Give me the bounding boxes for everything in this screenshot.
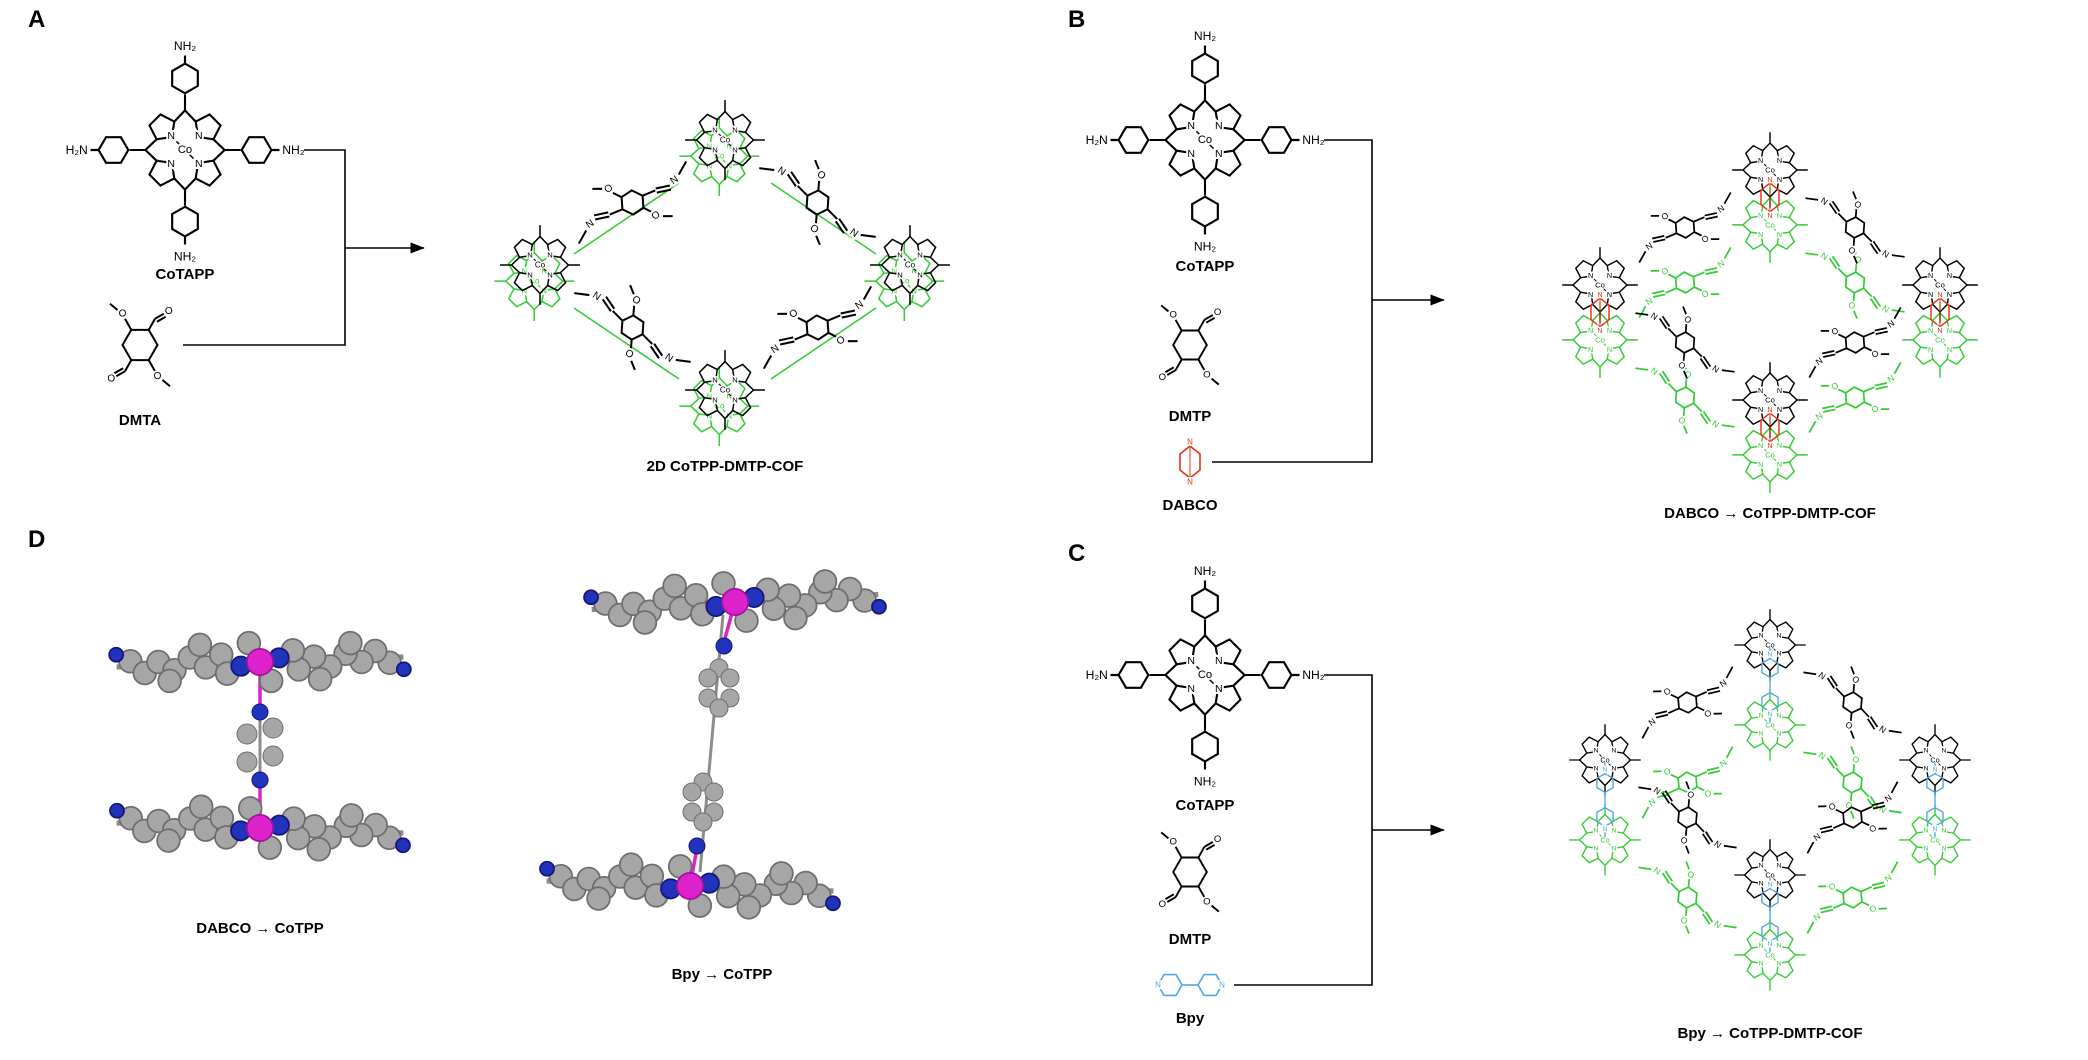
panel-letter-b: B: [1068, 6, 1086, 33]
panel-d-models: [109, 564, 887, 922]
porphyrin-stack-pair: [679, 350, 765, 446]
label-cotapp-a: CoTAPP: [155, 266, 215, 283]
linker-edge: [558, 262, 708, 393]
panel-letter-d: D: [28, 526, 46, 553]
label-bpy: Bpy: [1175, 1010, 1205, 1027]
bracket-c: [1234, 674, 1373, 986]
panel-a-structures: [66, 39, 950, 446]
bracket-a: [183, 149, 346, 346]
dmtp-structure-b: [1156, 303, 1224, 387]
label-product-a: 2D CoTPP-DMTP-COF: [646, 458, 804, 475]
model-dabco-cotpp: [109, 626, 412, 864]
label-dmtp-b: DMTP: [1168, 408, 1212, 425]
model-bpy-cotpp: [539, 564, 887, 922]
pillared-stack-pair: [1734, 839, 1805, 990]
cotapp-structure-a: [66, 39, 305, 264]
label-model-bpy-cotpp: Bpy → CoTPP: [671, 966, 773, 983]
porphyrin-stack-pair: [679, 100, 765, 196]
panel-c-structures: [1086, 564, 1971, 997]
panel-letter-a: A: [28, 6, 46, 33]
porphyrin-stack-pair: [494, 225, 580, 321]
bpy-structure: [1153, 973, 1227, 997]
cotapp-structure-c: [1086, 564, 1325, 789]
panel-b-structures: [1086, 29, 1978, 493]
label-dmta: DMTA: [118, 412, 162, 429]
porphyrin-stack-pair: [864, 225, 950, 321]
pillared-stack-pair: [1899, 724, 1970, 875]
pillared-stack-pair: [1562, 247, 1638, 378]
linker-edge: [743, 137, 893, 268]
pillared-stack-pair: [1732, 362, 1808, 493]
label-cotapp-c: CoTAPP: [1175, 797, 1235, 814]
label-dabco: DABCO: [1162, 497, 1218, 514]
cotapp-structure-b: [1086, 29, 1325, 254]
green-linker-line: [573, 307, 680, 380]
panel-letter-c: C: [1068, 540, 1086, 567]
green-linker-line: [770, 307, 877, 380]
label-model-dabco-cotpp: DABCO → CoTPP: [196, 920, 324, 937]
dmta-structure: [105, 301, 175, 389]
pillared-stack-pair: [1902, 247, 1978, 378]
label-product-c: Bpy → CoTPP-DMTP-COF: [1677, 1025, 1863, 1042]
dmtp-structure-c: [1156, 830, 1224, 914]
green-linker-line: [770, 182, 877, 255]
bracket-b: [1212, 139, 1373, 463]
dabco-structure: [1178, 436, 1202, 488]
pillared-stack-pair: [1569, 724, 1640, 875]
label-product-b: DABCO → CoTPP-DMTP-COF: [1664, 505, 1876, 522]
pillared-stack-pair: [1734, 609, 1805, 760]
green-linker-line: [573, 182, 680, 255]
pillared-stack-pair: [1732, 132, 1808, 263]
label-cotapp-b: CoTAPP: [1175, 258, 1235, 275]
label-dmtp-c: DMTP: [1168, 931, 1212, 948]
